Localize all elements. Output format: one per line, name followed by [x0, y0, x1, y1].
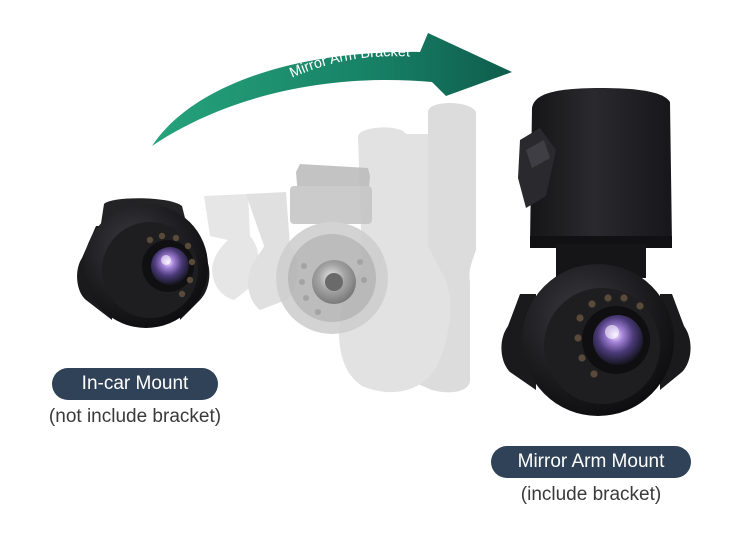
in-car-mount-caption: (not include bracket)	[48, 406, 222, 427]
mirror-arm-mount-caption: (include bracket)	[520, 484, 662, 505]
bracket-icon	[518, 88, 672, 278]
mirror-arm-mount-label: Mirror Arm Mount	[491, 446, 691, 478]
camera-icon	[77, 198, 210, 328]
camera-icon	[501, 264, 691, 416]
in-car-mount-label: In-car Mount	[52, 368, 218, 400]
rotation-ghosts	[204, 103, 476, 393]
